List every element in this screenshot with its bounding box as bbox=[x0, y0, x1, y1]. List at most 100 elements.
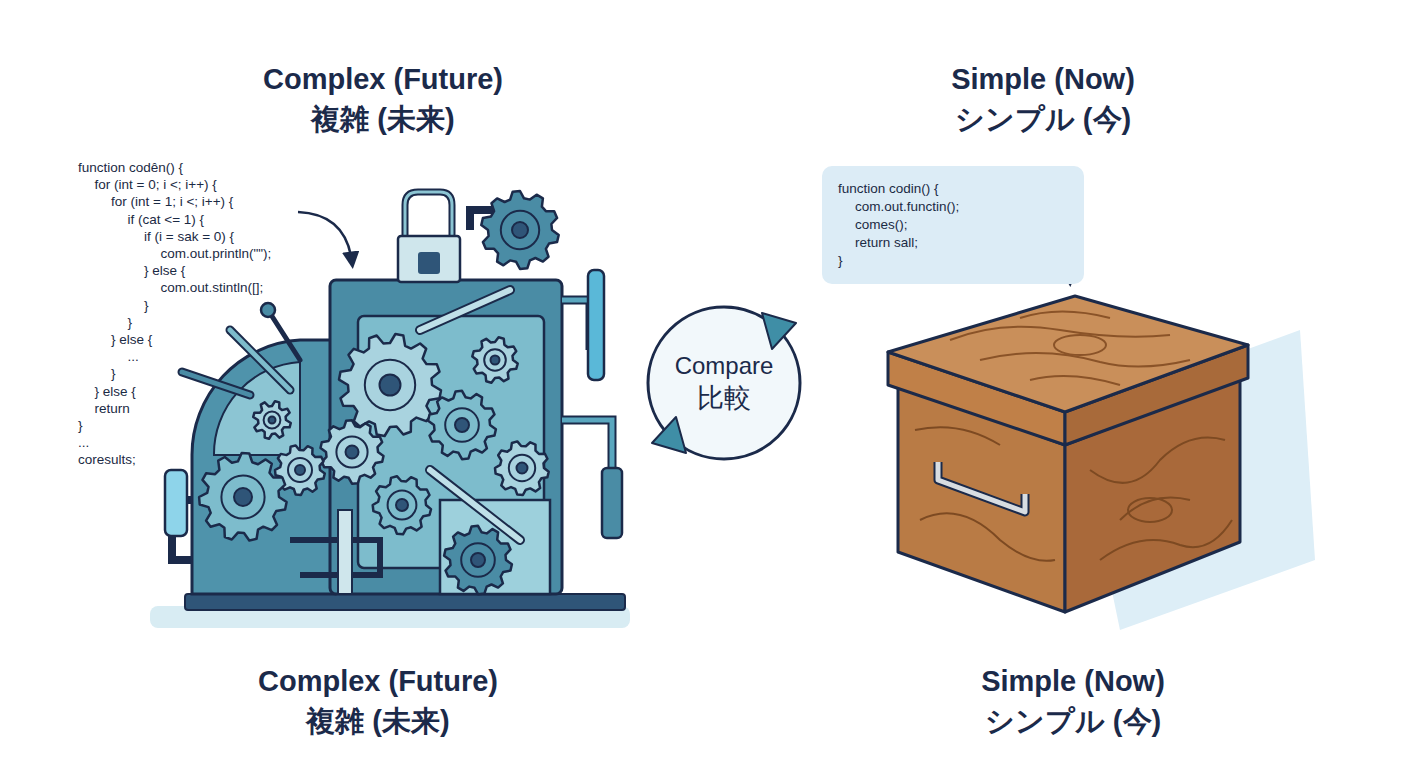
gear bbox=[339, 334, 441, 436]
code-line: } bbox=[128, 315, 133, 331]
code-line: for (int = 1; i <; i++) { bbox=[111, 194, 233, 210]
gear-ring bbox=[461, 543, 495, 577]
wood-grain bbox=[915, 427, 1232, 561]
machine-lock-body bbox=[418, 252, 440, 274]
gear-hub bbox=[455, 418, 469, 432]
code-line: return bbox=[95, 401, 130, 417]
gear-ring bbox=[264, 412, 281, 429]
gear-ring bbox=[336, 436, 367, 467]
machine-pipe-inner bbox=[562, 420, 612, 470]
machine-lever bbox=[230, 330, 290, 390]
wood-knot bbox=[1128, 498, 1172, 522]
code-line: function codên() { bbox=[78, 160, 183, 176]
code-line: } else { bbox=[95, 384, 136, 400]
gear-ring bbox=[509, 455, 535, 481]
machine-arm bbox=[420, 290, 510, 330]
gear-hub bbox=[491, 356, 500, 365]
gear-hub bbox=[269, 417, 276, 424]
heading-label: Complex (Future) bbox=[173, 62, 593, 97]
heading-label: 複雑 (未来) bbox=[173, 102, 593, 137]
machine-cylinder bbox=[165, 470, 187, 536]
leader-arrow bbox=[298, 212, 352, 262]
machine-pipe-inner bbox=[405, 192, 452, 240]
machine-arm bbox=[420, 290, 510, 330]
code-line: } bbox=[144, 298, 149, 314]
heading-label: 複雑 (未来) bbox=[168, 704, 588, 739]
gear-ring bbox=[365, 360, 415, 410]
machine-cylinder bbox=[602, 468, 622, 538]
compare-circle: Compare比較 bbox=[646, 305, 802, 461]
code-line: ... bbox=[128, 349, 139, 365]
code-line: com.out.stintln([]; bbox=[161, 280, 264, 296]
lid-top bbox=[888, 296, 1248, 412]
code-line: for (int = 0; i <; i++) { bbox=[95, 177, 217, 193]
gear-hub bbox=[396, 499, 408, 511]
machine-tube bbox=[588, 270, 604, 380]
gear-ring bbox=[501, 211, 539, 249]
machine-dial bbox=[214, 362, 300, 455]
code-line: if (cat <= 1) { bbox=[128, 212, 205, 228]
heading-label: Simple (Now) bbox=[863, 664, 1283, 699]
machine-lock bbox=[398, 236, 460, 282]
code-line: } bbox=[838, 252, 1068, 270]
code-line: comes(); bbox=[855, 216, 1068, 234]
gear-hub bbox=[471, 553, 485, 567]
circle-outline bbox=[646, 305, 802, 461]
gear bbox=[481, 191, 558, 269]
code-line: if (i = sak = 0) { bbox=[144, 229, 234, 245]
code-line: } bbox=[111, 366, 116, 382]
gear-ring bbox=[388, 491, 417, 520]
gear bbox=[199, 453, 287, 540]
code-line: } bbox=[78, 418, 83, 434]
lever-knob bbox=[261, 303, 275, 317]
heading-label: シンプル (今) bbox=[863, 704, 1283, 739]
gear bbox=[428, 391, 496, 459]
gear bbox=[321, 420, 384, 483]
machine-pipe bbox=[562, 300, 590, 350]
heading-label: Complex (Future) bbox=[168, 664, 588, 699]
code-box: function codin() {com.out.functin();come… bbox=[822, 166, 1084, 284]
machine-base bbox=[185, 594, 625, 610]
machine-pipe bbox=[405, 192, 452, 240]
gear bbox=[472, 337, 517, 382]
gear-hub bbox=[512, 222, 528, 238]
code-line: return sall; bbox=[855, 234, 1068, 252]
machine-pipe bbox=[562, 420, 612, 470]
gear-ring bbox=[484, 349, 506, 371]
box-handle bbox=[938, 462, 1025, 512]
machine-lever bbox=[268, 310, 300, 360]
machine-lever bbox=[182, 372, 250, 395]
circle-text: Compare bbox=[675, 350, 774, 381]
wood-knot bbox=[1054, 335, 1106, 355]
code-line: com.out.functin(); bbox=[855, 198, 1068, 216]
machine-post bbox=[338, 510, 352, 594]
circle-shape bbox=[648, 307, 800, 459]
gear bbox=[495, 441, 549, 495]
wood-grain bbox=[950, 312, 1190, 386]
gear-ring bbox=[288, 458, 312, 482]
cycle-arrowhead bbox=[652, 417, 686, 453]
heading-label: Simple (Now) bbox=[833, 62, 1253, 97]
gear-ring bbox=[221, 475, 264, 518]
code-line: com.out.println(""); bbox=[161, 246, 272, 262]
code-line: } else { bbox=[144, 263, 185, 279]
circle-text: 比較 bbox=[697, 381, 751, 416]
code-line: } else { bbox=[111, 332, 152, 348]
machine-lever bbox=[230, 330, 290, 390]
gear-hub bbox=[295, 465, 305, 475]
machine-pipe-inner bbox=[562, 300, 590, 350]
gear-hub bbox=[234, 488, 252, 506]
gear-ring bbox=[445, 408, 479, 442]
code-line: coresults; bbox=[78, 452, 136, 468]
gear bbox=[444, 526, 512, 594]
machine-lower-panel bbox=[440, 500, 550, 594]
code-line: ... bbox=[78, 435, 89, 451]
cycle-arrowhead bbox=[762, 313, 796, 349]
heading-label: シンプル (今) bbox=[833, 102, 1253, 137]
box-handle bbox=[938, 462, 1025, 512]
gear-hub bbox=[517, 463, 528, 474]
gear bbox=[253, 401, 291, 439]
machine-lever bbox=[182, 372, 250, 395]
gear-hub bbox=[380, 375, 401, 396]
